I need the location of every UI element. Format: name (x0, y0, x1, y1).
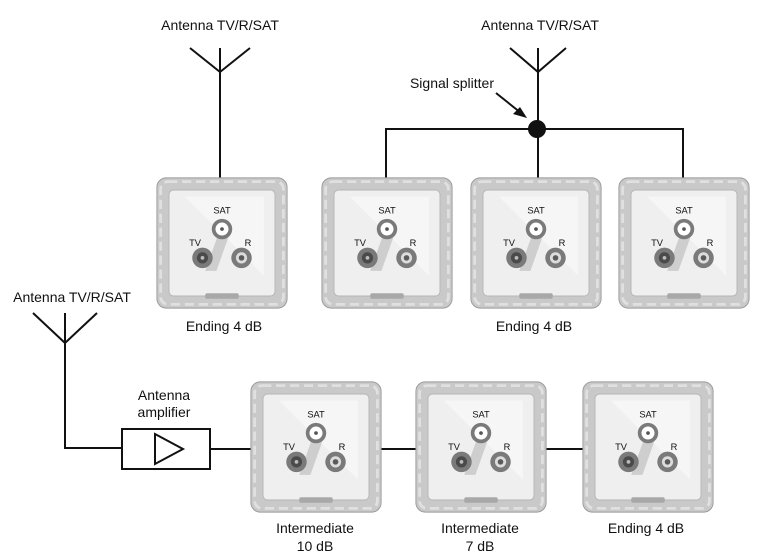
tv-port-label: TV (651, 238, 664, 248)
tv-port-label: TV (615, 442, 628, 452)
antenna-2-label: Antenna TV/R/SAT (481, 17, 599, 33)
antenna-3: Antenna TV/R/SAT (13, 289, 131, 449)
caption-intermediate-7db-line2: 7 dB (466, 538, 495, 554)
sat-port-label: SAT (472, 409, 490, 419)
signal-splitter-label: Signal splitter (410, 75, 494, 91)
sat-port-label: SAT (307, 409, 325, 419)
socket-6: SAT TV R (414, 380, 548, 514)
antenna-amplifier: Antenna amplifier (121, 387, 211, 470)
caption-intermediate-7db-line1: Intermediate (441, 520, 519, 536)
sat-port-label: SAT (675, 205, 693, 215)
antenna-1-label: Antenna TV/R/SAT (161, 17, 279, 33)
socket-3: SAT TV R (469, 176, 603, 310)
amplifier-label-line2: amplifier (138, 404, 191, 420)
socket-7: SAT TV R (581, 380, 715, 514)
antenna-2: Antenna TV/R/SAT (481, 17, 599, 188)
r-port-label: R (707, 238, 714, 248)
socket-1: SAT TV R (155, 176, 289, 310)
socket-4: SAT TV R (617, 176, 751, 310)
tv-port-label: TV (503, 238, 516, 248)
r-port-label: R (671, 442, 678, 452)
r-port-label: R (559, 238, 566, 248)
sat-port-label: SAT (639, 409, 657, 419)
socket-5: SAT TV R (249, 380, 383, 514)
r-port-label: R (410, 238, 417, 248)
caption-intermediate-10db-line2: 10 dB (297, 538, 334, 554)
sat-port-label: SAT (378, 205, 396, 215)
antenna-3-label: Antenna TV/R/SAT (13, 289, 131, 305)
caption-ending-bottom: Ending 4 dB (608, 520, 684, 536)
splitter-arrowhead (513, 107, 527, 118)
r-port-label: R (504, 442, 511, 452)
amplifier-label-line1: Antenna (138, 387, 190, 403)
r-port-label: R (245, 238, 252, 248)
r-port-label: R (339, 442, 346, 452)
caption-intermediate-10db-line1: Intermediate (276, 520, 354, 536)
tv-port-label: TV (189, 238, 202, 248)
splitter-pointer-arrow (495, 92, 522, 114)
tv-port-label: TV (448, 442, 461, 452)
socket-2: SAT TV R (320, 176, 454, 310)
sat-port-label: SAT (527, 205, 545, 215)
antenna-1: Antenna TV/R/SAT (161, 17, 279, 188)
sat-port-label: SAT (213, 205, 231, 215)
signal-splitter-node (528, 120, 546, 138)
tv-port-label: TV (283, 442, 296, 452)
caption-ending-splitter-group: Ending 4 dB (496, 318, 572, 334)
tv-port-label: TV (354, 238, 367, 248)
amplifier-triangle-icon (154, 432, 186, 466)
caption-ending-left: Ending 4 dB (186, 318, 262, 334)
